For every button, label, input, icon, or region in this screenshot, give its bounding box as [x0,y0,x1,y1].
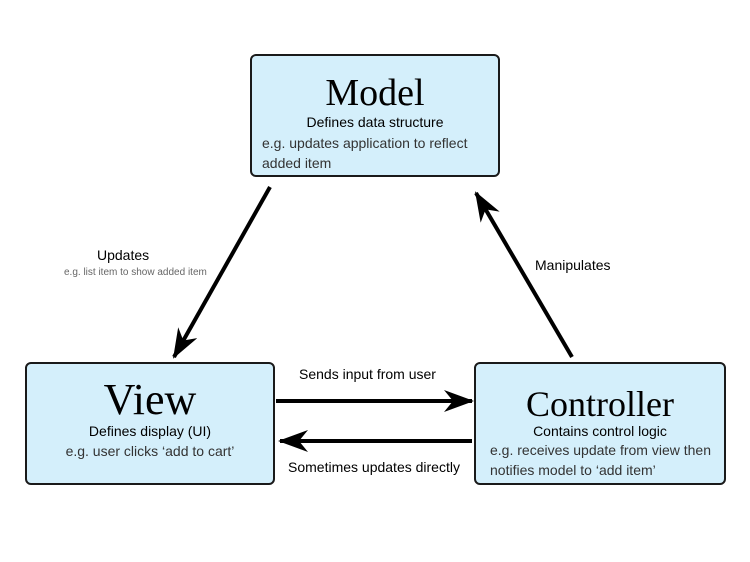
controller-description: e.g. receives update from view then noti… [490,441,712,479]
controller-subtitle: Contains control logic [533,423,667,439]
model-box: Model Defines data structure e.g. update… [250,54,500,177]
view-title: View [103,375,197,424]
updates-label: Updates [97,247,150,263]
manipulates-label: Manipulates [535,257,611,273]
controller-box: Controller Contains control logic e.g. r… [474,362,726,485]
sends-input-label: Sends input from user [299,366,436,382]
model-description: e.g. updates application to reflect adde… [262,134,468,172]
sometimes-updates-label: Sometimes updates directly [288,459,460,475]
view-description: e.g. user clicks ‘add to cart’ [65,442,235,459]
controller-title: Controller [526,384,674,424]
updates-example: e.g. list item to show added item [64,267,207,278]
view-subtitle: Defines display (UI) [88,423,212,439]
manipulates-arrow [474,191,574,359]
view-box: View Defines display (UI) e.g. user clic… [25,362,275,485]
updates-arrow [172,186,272,359]
model-title: Model [325,72,425,114]
model-subtitle: Defines data structure [306,114,444,130]
